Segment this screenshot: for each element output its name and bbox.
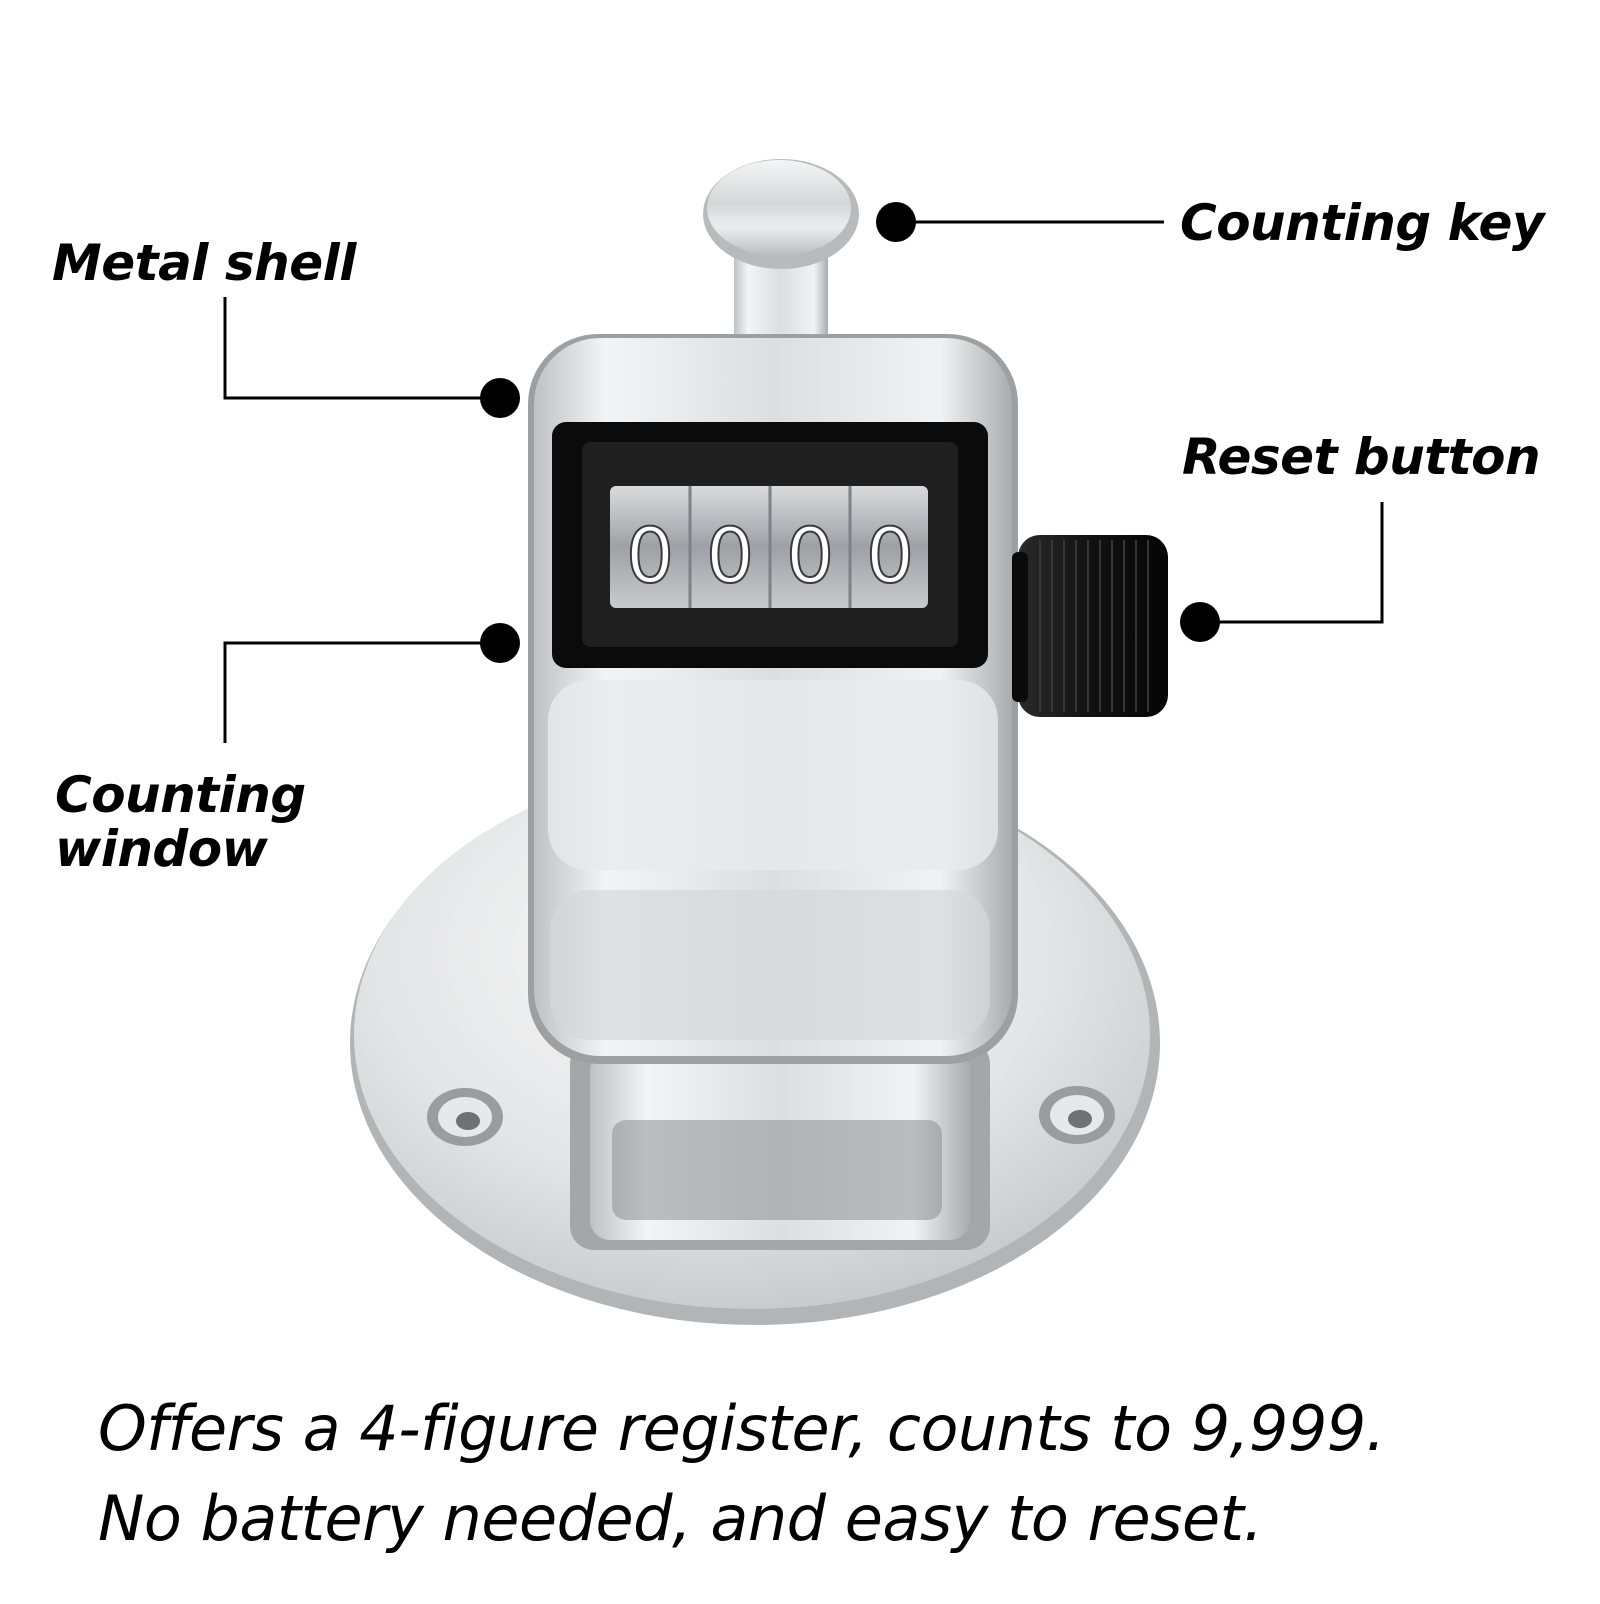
dot-metal-shell-icon: [480, 378, 520, 418]
dot-reset-button-icon: [1180, 602, 1220, 642]
reset-knob: [1012, 535, 1168, 717]
leader-counting-window: [223, 623, 520, 743]
leader-metal-shell: [223, 297, 520, 418]
pedestal: [570, 1040, 990, 1250]
counter-digit-1: 0: [626, 511, 674, 600]
counter-digit-4: 0: [866, 511, 914, 600]
label-counting-window: Counting window: [55, 766, 306, 878]
leader-reset-button: [1180, 502, 1384, 642]
caption-line-1: Offers a 4-figure register, counts to 9,…: [98, 1392, 1385, 1465]
label-counting-key: Counting key: [1180, 194, 1545, 252]
dot-counting-window-icon: [480, 623, 520, 663]
label-metal-shell: Metal shell: [52, 234, 356, 292]
counting-window: 0 0 0 0: [552, 422, 988, 668]
counter-digit-2: 0: [706, 511, 754, 600]
leader-counting-key: [876, 202, 1164, 242]
label-reset-button: Reset button: [1182, 428, 1541, 486]
counter-digit-3: 0: [786, 511, 834, 600]
caption-line-2: No battery needed, and easy to reset.: [98, 1482, 1263, 1555]
